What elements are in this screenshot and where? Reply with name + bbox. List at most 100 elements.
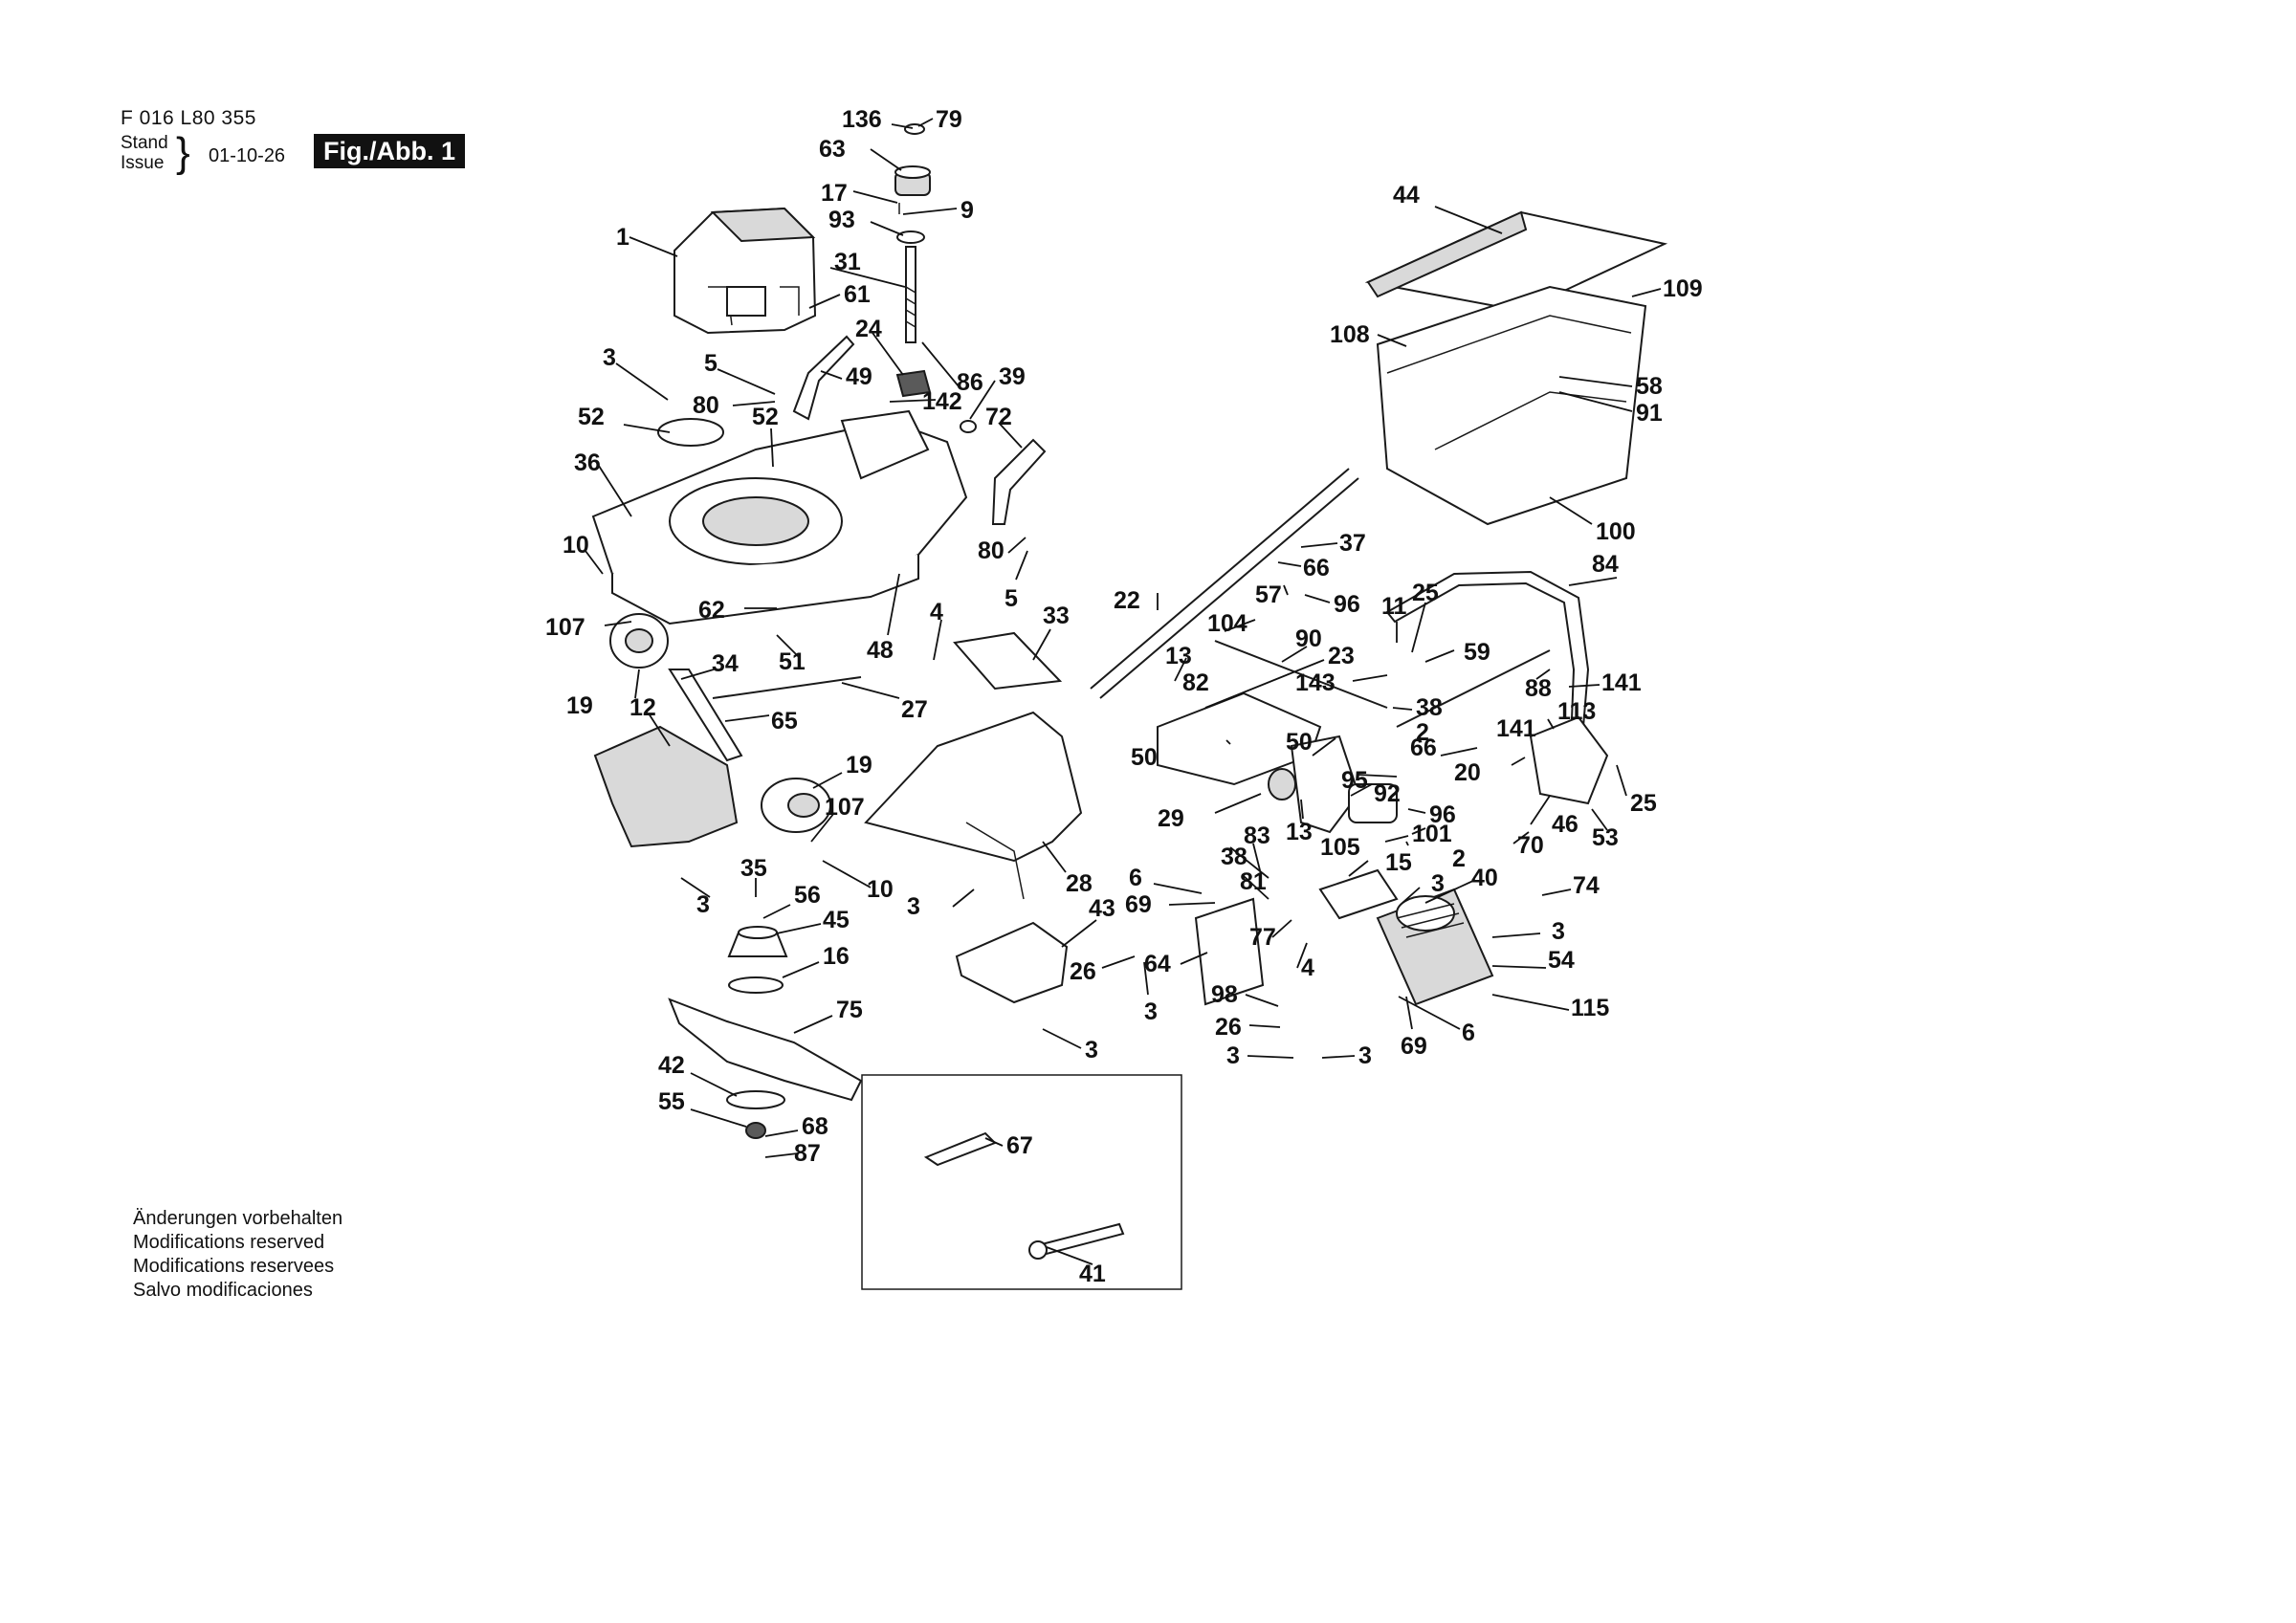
callout: 80 [978, 537, 1004, 564]
callout: 22 [1114, 587, 1140, 614]
callout: 58 [1636, 373, 1663, 400]
side-shield-part [593, 725, 739, 848]
callout: 25 [1412, 580, 1439, 606]
callout: 50 [1286, 729, 1313, 756]
callout: 141 [1496, 715, 1536, 742]
rear-roller-part [1194, 868, 1494, 1006]
callout: 82 [1182, 669, 1209, 696]
callout: 54 [1548, 947, 1575, 974]
height-adjust-parts [894, 123, 977, 433]
callout: 17 [821, 180, 848, 207]
callout: 74 [1573, 872, 1600, 899]
callout: 75 [836, 997, 863, 1023]
callout: 3 [1085, 1037, 1098, 1064]
callout: 77 [1249, 924, 1276, 951]
tools-inset-frame [861, 1074, 1182, 1290]
callout: 3 [603, 344, 616, 371]
callout: 141 [1601, 669, 1642, 696]
callout: 142 [922, 388, 962, 415]
callout: 2 [1452, 845, 1466, 872]
callout: 105 [1320, 834, 1360, 861]
callout: 84 [1592, 551, 1619, 578]
chute-bracket-part [955, 921, 1069, 1004]
callout: 42 [658, 1052, 685, 1079]
callout: 39 [999, 363, 1026, 390]
callout: 48 [867, 637, 894, 664]
rear-bracket-part [991, 438, 1047, 525]
callout: 52 [578, 404, 605, 430]
callout: 98 [1211, 981, 1238, 1008]
callout: 86 [957, 369, 983, 396]
callout: 63 [819, 136, 846, 163]
callout: 3 [1431, 870, 1445, 897]
wheel-parts [609, 613, 831, 833]
modification-notes: Änderungen vorbehalten Modifications res… [133, 1207, 342, 1303]
callout: 93 [828, 207, 855, 233]
callout: 46 [1552, 811, 1578, 838]
callout: 4 [1301, 954, 1314, 981]
blade-assembly-parts [668, 926, 863, 1139]
callout: 41 [1079, 1261, 1106, 1287]
callout: 50 [1131, 744, 1158, 771]
rear-chute-part [864, 711, 1083, 863]
callout: 5 [1004, 585, 1018, 612]
note-de: Änderungen vorbehalten [133, 1208, 343, 1229]
callout: 88 [1525, 675, 1552, 702]
callout: 96 [1429, 801, 1456, 828]
callout: 59 [1464, 639, 1490, 666]
callout: 65 [771, 708, 798, 735]
callout: 52 [752, 404, 779, 430]
grass-box-part [1364, 210, 1668, 526]
callout: 23 [1328, 643, 1355, 669]
handle-bracket-part [792, 335, 855, 421]
callout: 136 [842, 106, 882, 133]
callout: 11 [1381, 593, 1407, 620]
callout: 15 [1385, 849, 1412, 876]
callout: 26 [1215, 1014, 1242, 1041]
part-number: F 016 L80 355 [121, 107, 256, 129]
callout: 1 [616, 224, 629, 251]
callout: 33 [1043, 603, 1070, 629]
callout: 13 [1165, 643, 1192, 669]
callout: 27 [901, 696, 928, 723]
callout: 61 [844, 281, 871, 308]
callout: 64 [1144, 951, 1171, 977]
callout: 69 [1125, 891, 1152, 918]
callout: 43 [1089, 895, 1115, 922]
callout: 38 [1416, 694, 1443, 721]
stand-label: Stand [121, 133, 168, 153]
callout: 55 [658, 1088, 685, 1115]
callout: 6 [1129, 865, 1142, 891]
callout: 3 [696, 891, 710, 918]
stand-issue-block: Stand Issue } 01-10-26 [121, 132, 312, 178]
callout: 104 [1207, 610, 1247, 637]
callout: 4 [930, 599, 943, 625]
callout: 80 [693, 392, 719, 419]
callout: 66 [1410, 735, 1437, 761]
issue-label: Issue [121, 153, 165, 173]
callout: 20 [1454, 759, 1481, 786]
callout: 81 [1240, 868, 1267, 895]
callout: 2 [1416, 719, 1429, 746]
tool-41-part [1036, 1222, 1125, 1257]
callout: 113 [1557, 698, 1596, 725]
callout: 25 [1630, 790, 1657, 817]
tool-67-part [923, 1131, 997, 1167]
callout: 19 [566, 692, 593, 719]
callout: 100 [1596, 518, 1636, 545]
callout-labels: 136 79 63 17 9 93 1 31 61 24 86 39 3 5 4… [545, 106, 1703, 1287]
callout: 31 [834, 249, 861, 275]
callout: 87 [794, 1140, 821, 1167]
callout: 3 [1552, 918, 1565, 945]
callout: 38 [1221, 844, 1247, 870]
callout: 24 [855, 316, 882, 342]
callout: 108 [1330, 321, 1370, 348]
callout: 10 [867, 876, 894, 903]
callout: 3 [1358, 1042, 1372, 1069]
callout: 95 [1341, 767, 1368, 794]
callout: 109 [1663, 275, 1703, 302]
callout: 36 [574, 450, 601, 476]
leader-lines [585, 118, 1662, 1265]
crossbar-part [1396, 649, 1551, 728]
callout: 19 [846, 752, 872, 779]
